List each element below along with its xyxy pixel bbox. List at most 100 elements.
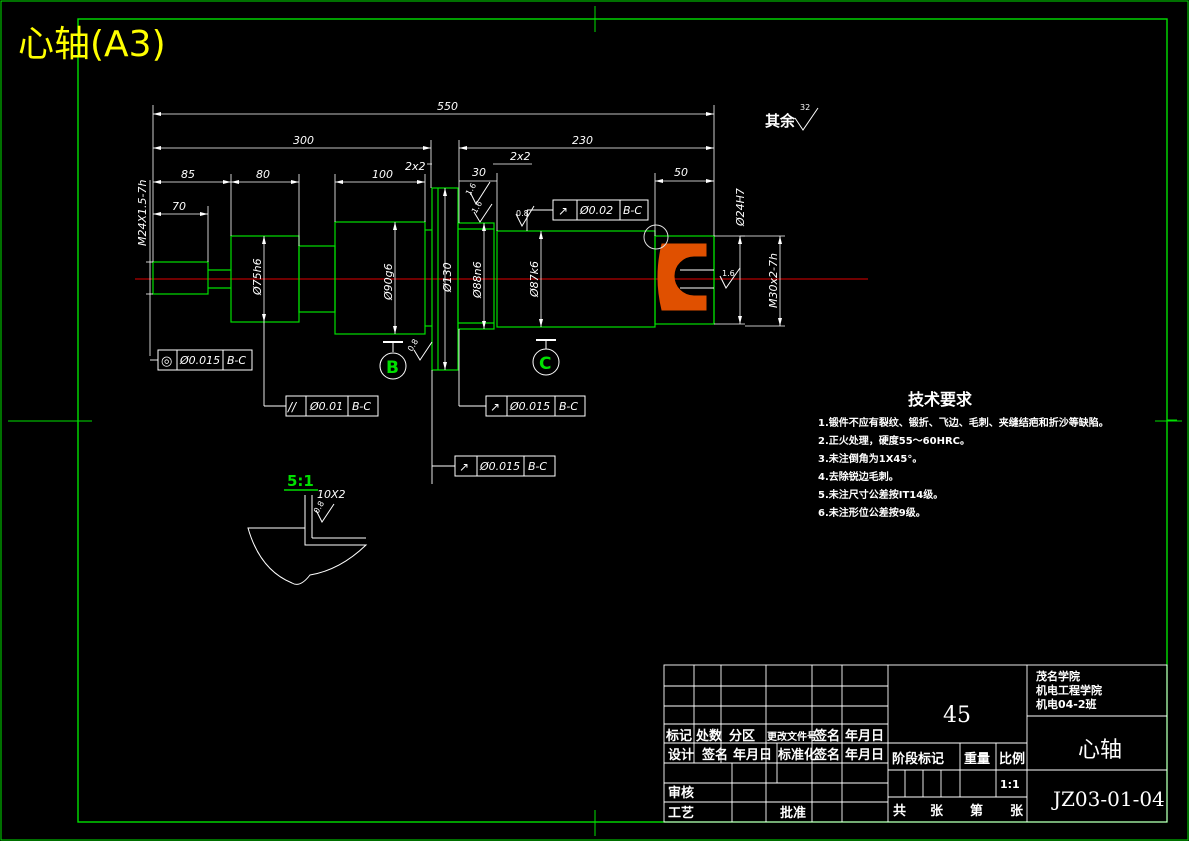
dim-85: 85 xyxy=(181,168,195,181)
tol-5-symbol: ↗ xyxy=(558,204,568,218)
dim-dia-75: Ø75h6 xyxy=(251,258,264,296)
school-line-3: 机电04-2班 xyxy=(1036,697,1097,711)
tolerance-leaders xyxy=(150,209,553,484)
dim-thread-right: M30x2-7h xyxy=(767,253,780,308)
tol-2-value: Ø0.01 xyxy=(309,400,343,413)
hdr2-5: 年月日 xyxy=(845,747,884,763)
centering-marks xyxy=(8,6,1182,836)
tol-2-symbol: // xyxy=(287,400,298,414)
tolerance-frame-1: ◎ Ø0.015 B-C xyxy=(157,349,253,371)
title-block-text: 标记 处数 分区 更改文件号 签名 年月日 设计 签名 年月日 标准化 签名 年… xyxy=(665,728,1025,821)
tech-item: 2.正火处理，硬度55～60HRC。 xyxy=(818,434,970,447)
datum-c-label: C xyxy=(539,354,551,374)
tol-1-symbol: ◎ xyxy=(161,354,172,369)
dim-dia-24: Ø24H7 xyxy=(734,188,747,227)
dim-100: 100 xyxy=(372,168,393,181)
dimension-arrows xyxy=(153,112,782,370)
tol-1-value: Ø0.015 xyxy=(179,354,220,367)
dim-80: 80 xyxy=(256,168,270,181)
dim-dia-130: Ø130 xyxy=(441,262,454,293)
tol-4-symbol: ↗ xyxy=(459,460,469,474)
craft-label: 工艺 xyxy=(668,805,694,821)
dim-70: 70 xyxy=(172,200,186,213)
hdr2-4: 签名 xyxy=(813,747,840,763)
review-label: 审核 xyxy=(668,785,694,801)
surface-note: 其余 xyxy=(765,112,796,130)
tech-item: 4.去除锐边毛刺。 xyxy=(818,470,899,483)
dim-dia-90: Ø90g6 xyxy=(382,263,395,301)
approve-label: 批准 xyxy=(780,805,806,821)
dim-30: 30 xyxy=(472,166,486,179)
dim-50: 50 xyxy=(674,166,688,179)
sheet-label: 张 xyxy=(930,804,944,819)
hdr1-0: 标记 xyxy=(665,728,692,744)
dim-thread-left: M24X1.5-7h xyxy=(136,180,149,246)
hdr1-3: 更改文件号 xyxy=(767,730,817,743)
rough-b: 1.6 xyxy=(470,199,484,215)
sheet2-label: 张 xyxy=(1010,804,1024,819)
dim-chamfer-b: 2x2 xyxy=(510,150,531,163)
hdr2-1: 签名 xyxy=(701,747,728,763)
dimension-texts: 550 300 230 85 80 100 70 30 50 2x2 2x2 M… xyxy=(136,100,780,308)
tol-3-symbol: ↗ xyxy=(490,400,500,414)
shaft-outline xyxy=(152,187,715,371)
part-name: 心轴 xyxy=(1078,738,1122,763)
rough-d: 0.8 xyxy=(406,337,420,353)
dim-550: 550 xyxy=(437,100,458,113)
material: 45 xyxy=(943,703,971,728)
page-label: 第 xyxy=(970,803,983,819)
hdr2-3: 标准化 xyxy=(777,747,817,763)
section-hatch xyxy=(657,243,714,311)
title-block-grid xyxy=(663,664,1168,823)
datum-b-label: B xyxy=(386,358,399,378)
tech-item: 6.未注形位公差按9级。 xyxy=(818,506,926,519)
detail-circle xyxy=(643,224,669,250)
tol-5-datum: B-C xyxy=(623,204,642,217)
datum-b: B xyxy=(379,341,407,380)
rough-f: 0.8 xyxy=(312,499,326,515)
tolerance-frame-3: ↗ Ø0.015 B-C xyxy=(485,395,586,417)
roughness-symbols xyxy=(315,107,819,523)
dim-dia-88: Ø88n6 xyxy=(471,261,484,299)
tolerance-frame-2: // Ø0.01 B-C xyxy=(285,395,379,417)
tolerance-frame-4: ↗ Ø0.015 B-C xyxy=(454,455,556,477)
tolerance-frame-5: ↗ Ø0.02 B-C xyxy=(552,199,649,221)
hdr1-5: 年月日 xyxy=(845,728,884,744)
total-label: 共 xyxy=(893,803,906,819)
hdr1-4: 签名 xyxy=(813,728,840,744)
datum-c: C xyxy=(532,339,560,376)
tech-item: 5.未注尺寸公差按IT14级。 xyxy=(818,488,943,501)
dim-chamfer-a: 2x2 xyxy=(405,160,426,173)
school-line-2: 机电工程学院 xyxy=(1036,683,1102,697)
rough-e: 1.6 xyxy=(722,269,735,278)
tol-1-datum: B-C xyxy=(227,354,246,367)
hdr1-2: 分区 xyxy=(729,728,755,744)
dim-300: 300 xyxy=(293,134,314,147)
tech-item: 1.锻件不应有裂纹、锻折、飞边、毛刺、夹缝结疤和折沙等缺陷。 xyxy=(818,416,1109,429)
scale-value: 1:1 xyxy=(1000,778,1020,791)
surface-note-value: 32 xyxy=(800,103,810,112)
tol-3-datum: B-C xyxy=(559,400,578,413)
scale-label: 比例 xyxy=(999,751,1025,767)
dimension-lines xyxy=(146,105,785,370)
rough-c: 0.8 xyxy=(516,209,529,218)
detail-scale: 5:1 xyxy=(287,472,314,490)
tol-2-datum: B-C xyxy=(352,400,371,413)
detail-view xyxy=(247,495,368,585)
hdr1-1: 处数 xyxy=(695,728,723,744)
sheet-title: 心轴(A3) xyxy=(18,24,166,65)
hdr2-0: 设计 xyxy=(668,747,694,763)
drawing-number: JZ03-01-04 xyxy=(1051,787,1165,811)
tol-5-value: Ø0.02 xyxy=(579,204,613,217)
detail-chamfer: 10X2 xyxy=(317,488,346,501)
tol-4-datum: B-C xyxy=(528,460,547,473)
weight-label: 重量 xyxy=(964,751,990,767)
stage-label: 阶段标记 xyxy=(892,751,944,767)
tech-item: 3.未注倒角为1X45°。 xyxy=(818,452,922,465)
rough-a: 1.6 xyxy=(464,181,478,197)
tech-title: 技术要求 xyxy=(908,390,973,409)
dim-dia-87: Ø87k6 xyxy=(528,261,541,298)
dim-230: 230 xyxy=(572,134,593,147)
